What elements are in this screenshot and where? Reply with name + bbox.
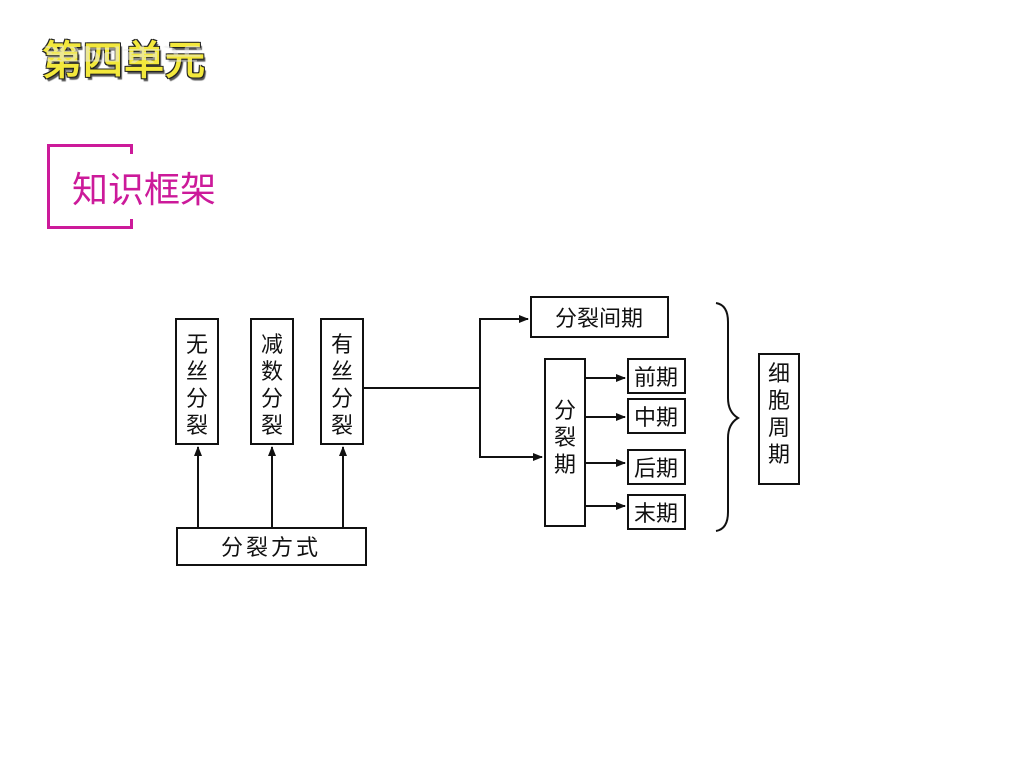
mitosis-box: [320, 318, 364, 445]
mitotic-phase-box: [544, 358, 586, 527]
cell-cycle-brace: [715, 302, 740, 532]
interphase-box: [530, 296, 669, 338]
section-frame: [47, 144, 133, 229]
metaphase-label: 中期: [634, 406, 678, 431]
meiosis-box: [250, 318, 294, 445]
interphase-label: 分裂间期: [555, 307, 643, 332]
prophase-box: [627, 358, 686, 394]
anaphase-label: 后期: [634, 457, 678, 482]
cell-cycle-box: [758, 353, 800, 485]
telophase-box: [627, 494, 686, 530]
amitosis-box: [175, 318, 219, 445]
arrow-to-mitotic-phase: [479, 388, 543, 461]
telophase-label: 末期: [634, 502, 678, 527]
prophase-label: 前期: [634, 366, 678, 391]
amitosis-label: 无丝分裂: [186, 333, 208, 439]
section-title: 知识框架: [72, 170, 217, 211]
unit-title: 第四单元: [42, 38, 206, 84]
anaphase-box: [627, 449, 686, 485]
cell-cycle-label: 细胞周期: [768, 362, 790, 468]
arrow-to-interphase: [479, 315, 529, 388]
mitosis-label: 有丝分裂: [331, 333, 353, 439]
meiosis-label: 减数分裂: [261, 333, 283, 439]
mitotic-phase-label: 分裂期: [554, 399, 576, 478]
division-method-label: 分裂方式: [221, 536, 321, 561]
metaphase-box: [627, 398, 686, 434]
